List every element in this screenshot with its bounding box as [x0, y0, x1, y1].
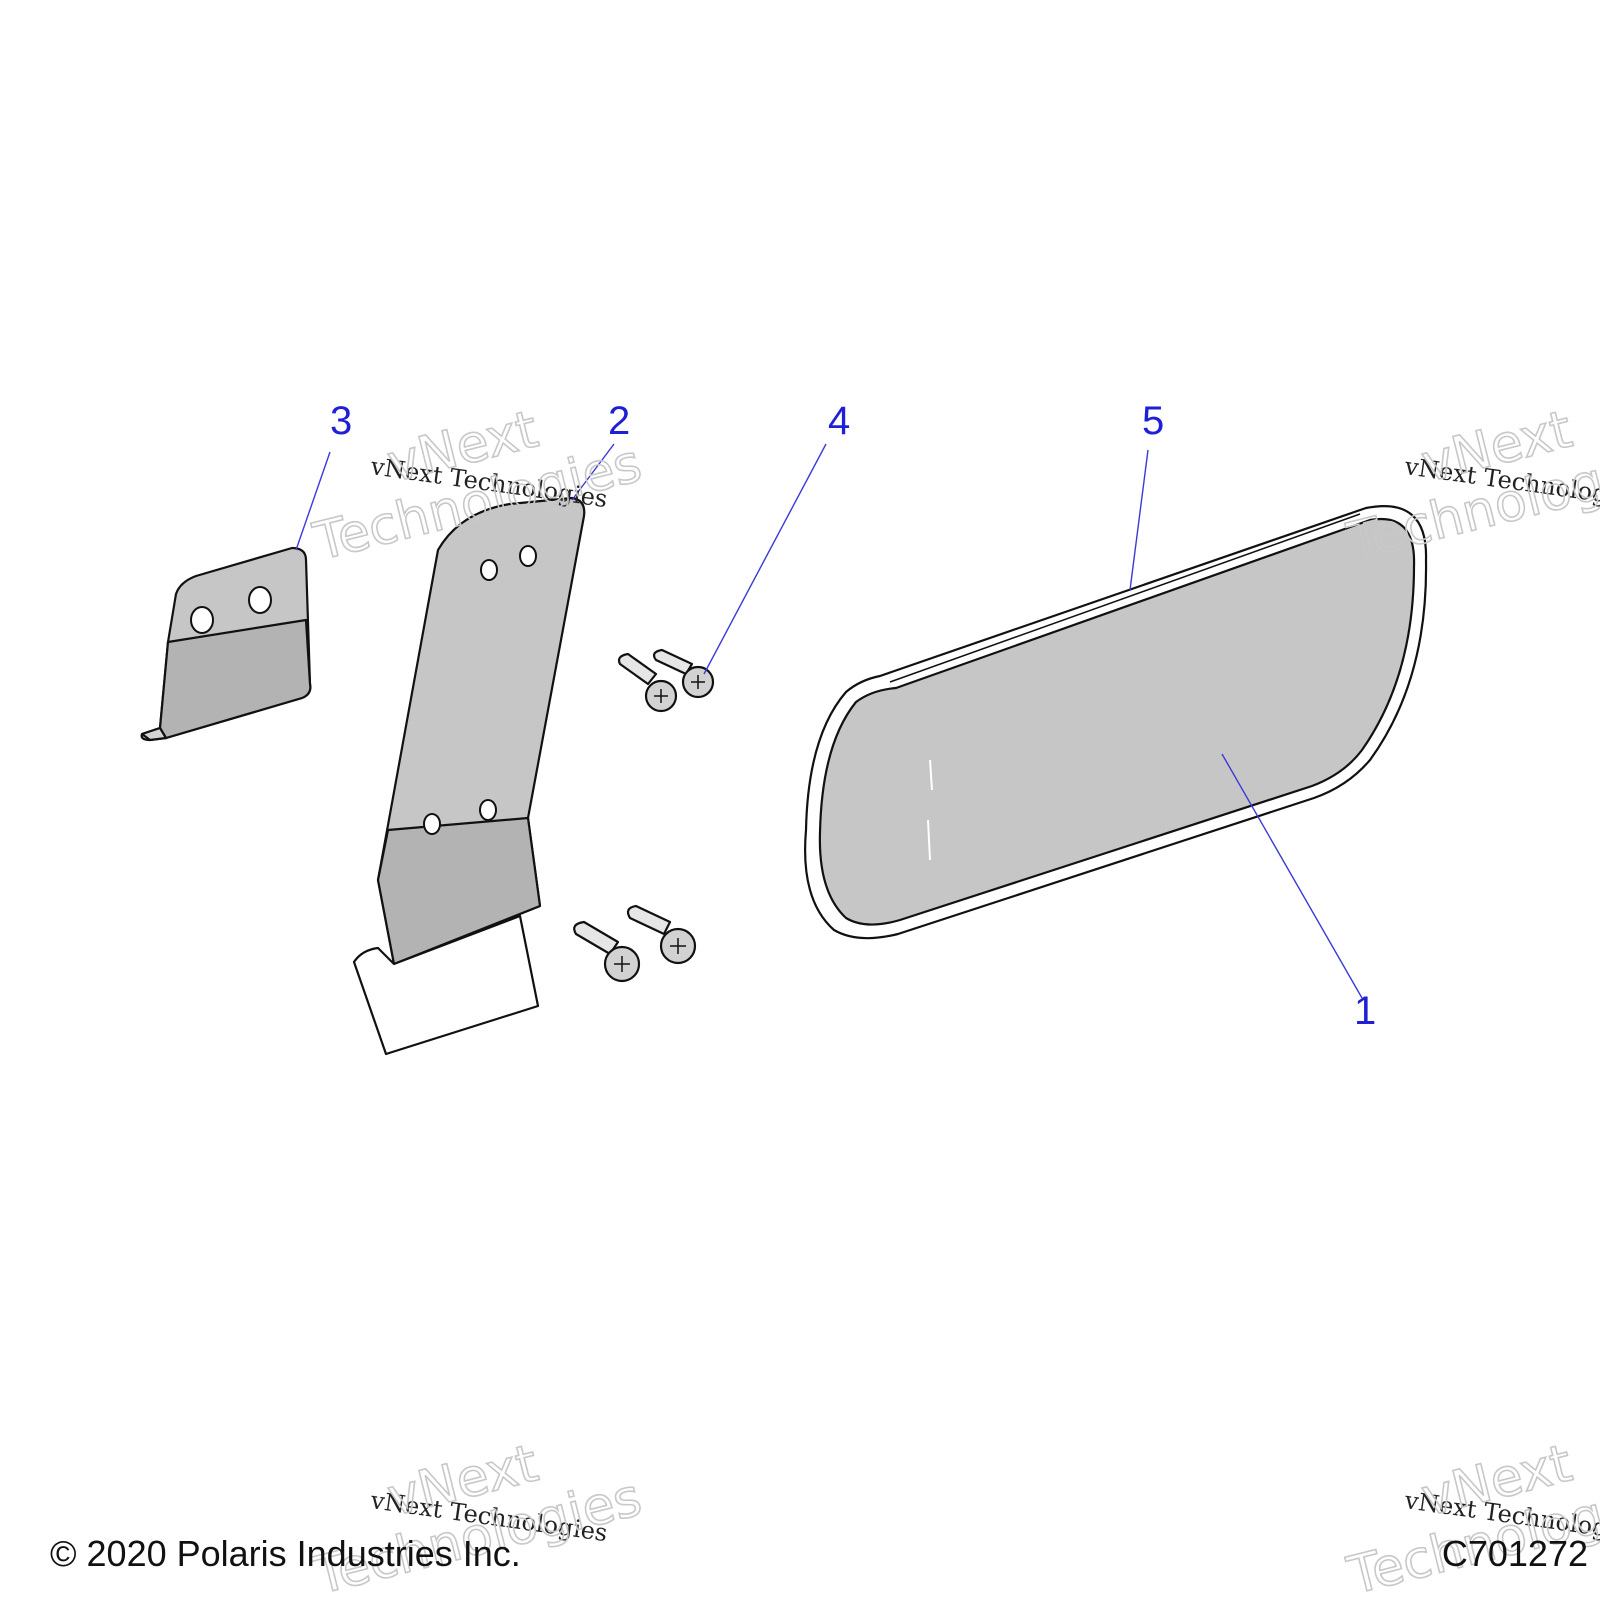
callout-5: 5: [1142, 399, 1164, 443]
mirror-assembly: [804, 505, 1428, 940]
watermark: vNext Technologies: [1341, 399, 1600, 574]
drawing-id: C701272: [1442, 1533, 1588, 1574]
screw: [626, 904, 697, 965]
copyright-text: © 2020 Polaris Industries Inc.: [50, 1533, 521, 1574]
small-bracket: [140, 546, 312, 742]
screw-group: [573, 648, 715, 983]
callout-2: 2: [608, 399, 630, 443]
screw: [573, 920, 641, 983]
leader-line-4: [703, 443, 827, 675]
bracket-hole: [190, 606, 214, 634]
screw: [617, 652, 678, 713]
leader-line-5: [1129, 449, 1149, 591]
bracket-hole: [248, 586, 272, 614]
screw: [652, 648, 715, 699]
bracket-hole: [479, 799, 497, 821]
callout-4: 4: [828, 399, 850, 443]
callouts: 3 2 4 5 1: [330, 399, 1376, 1033]
callout-3: 3: [330, 399, 352, 443]
mounting-bracket: [352, 496, 586, 1056]
leader-line-2: [571, 443, 615, 501]
bracket-hole: [423, 813, 441, 835]
callout-1: 1: [1354, 989, 1376, 1033]
leader-line-1: [1221, 753, 1363, 999]
mirror-glass: [818, 517, 1416, 926]
leader-lines: [295, 443, 1363, 999]
bracket-hole: [480, 559, 498, 581]
bracket-hole: [519, 545, 537, 567]
leader-line-3: [295, 451, 331, 551]
